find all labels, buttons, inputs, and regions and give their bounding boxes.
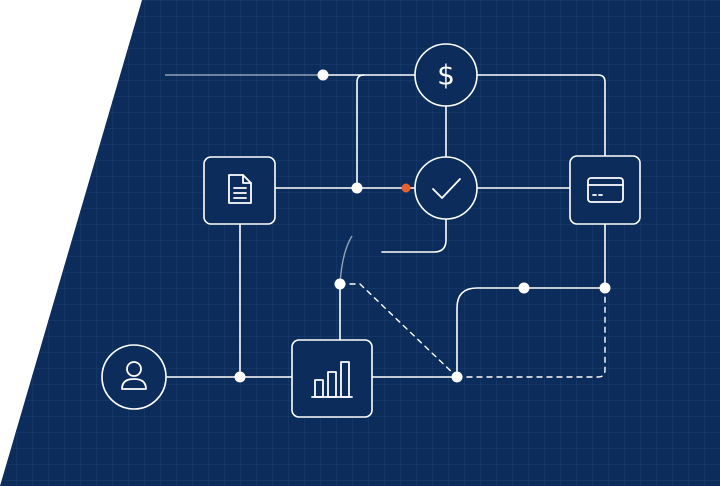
checkmark-icon (432, 178, 461, 199)
document-icon (228, 174, 252, 204)
connector-upper-route (456, 287, 606, 378)
document-node-box (203, 156, 276, 225)
connectors (165, 74, 606, 378)
analytics-node[interactable] (291, 339, 373, 418)
payment-node[interactable]: $ (414, 43, 478, 107)
junction-dot (599, 282, 611, 294)
credit-card-icon (587, 177, 624, 203)
user-node-circle (101, 344, 167, 410)
bar-chart-icon (311, 361, 353, 398)
junction-dot (334, 278, 346, 290)
junction-dot (518, 282, 530, 294)
junction-dots (234, 69, 611, 383)
accent-dot (401, 183, 411, 193)
analytics-node-box (291, 339, 373, 418)
approval-node[interactable] (414, 156, 478, 220)
user-icon (121, 361, 147, 390)
connector-dashed-diagonal (339, 283, 458, 378)
junction-dot (317, 69, 329, 81)
junction-dot (451, 371, 463, 383)
connector-approval-down (381, 218, 447, 253)
approval-node-circle (414, 156, 478, 220)
connector-payment-card (476, 74, 606, 157)
document-node[interactable] (203, 156, 276, 225)
dollar-icon: $ (437, 59, 455, 92)
connector-dashed-return (456, 287, 606, 378)
junction-dot (351, 182, 363, 194)
connector-vertical-left (356, 74, 365, 189)
user-node[interactable] (101, 344, 167, 410)
card-node[interactable] (569, 155, 641, 225)
junction-dot (234, 371, 246, 383)
card-node-box (569, 155, 641, 225)
payment-node-circle (414, 43, 478, 107)
